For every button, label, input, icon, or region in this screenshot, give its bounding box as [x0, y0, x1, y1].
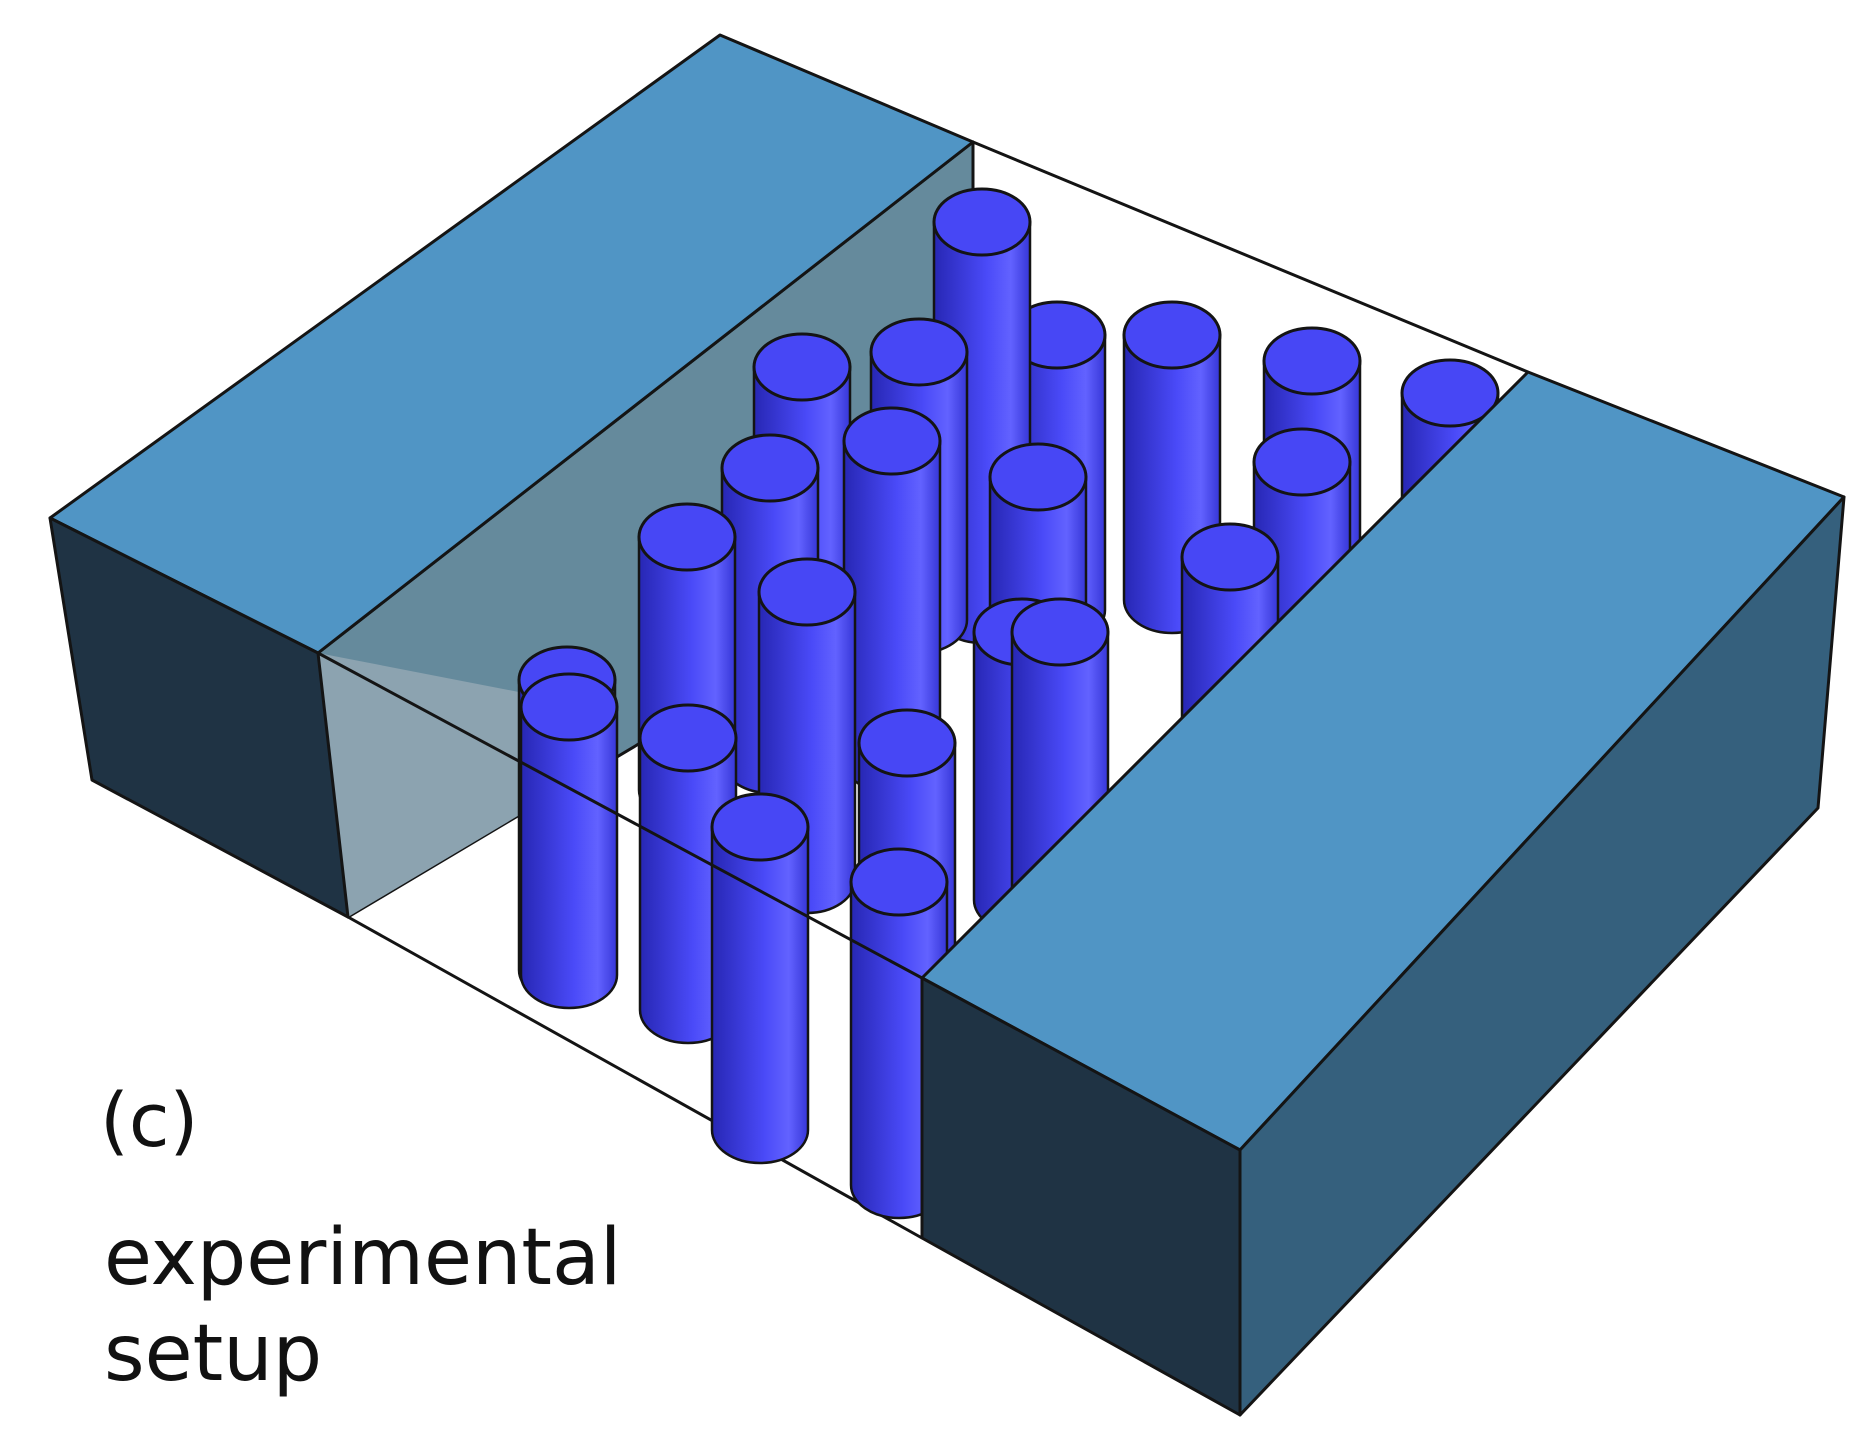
caption-line-2: setup [104, 1309, 323, 1399]
right-block [920, 370, 1846, 1417]
cylinder-top [710, 792, 810, 862]
waveguide-floor-outline [347, 140, 1529, 1240]
cylinder [519, 672, 619, 1010]
cylinder-top [752, 332, 852, 402]
caption: experimental setup [104, 1210, 621, 1402]
cylinder-top [1262, 326, 1362, 396]
cylinder-top [1400, 358, 1500, 428]
right-block-side-face [1238, 495, 1846, 1417]
cylinder-top [932, 187, 1032, 257]
cylinder-top [757, 557, 857, 627]
panel-label: (c) [100, 1078, 199, 1164]
cylinder-top [720, 433, 820, 503]
cylinder-top [842, 406, 942, 476]
cylinder-top [519, 672, 619, 742]
cylinder-top [1010, 597, 1110, 667]
cylinder-top [1252, 427, 1352, 497]
cylinder-body [710, 825, 810, 1165]
cylinder-top [1180, 522, 1280, 592]
cylinder [842, 406, 942, 795]
left-block-front-face [48, 516, 350, 919]
caption-line-1: experimental [104, 1213, 622, 1303]
scatterer-cylinders [517, 187, 1500, 1220]
cylinder [710, 792, 810, 1165]
cylinder-top [869, 317, 969, 387]
cylinder-body [519, 705, 619, 1010]
cylinder-top [857, 708, 957, 778]
cylinder-top [849, 847, 949, 917]
cylinder-top [988, 442, 1088, 512]
left-block-inner-edge [317, 651, 923, 980]
cylinder-top [637, 502, 737, 572]
cylinder-top [1122, 300, 1222, 370]
cylinder-top [638, 703, 738, 773]
left-block-faces [48, 33, 975, 919]
